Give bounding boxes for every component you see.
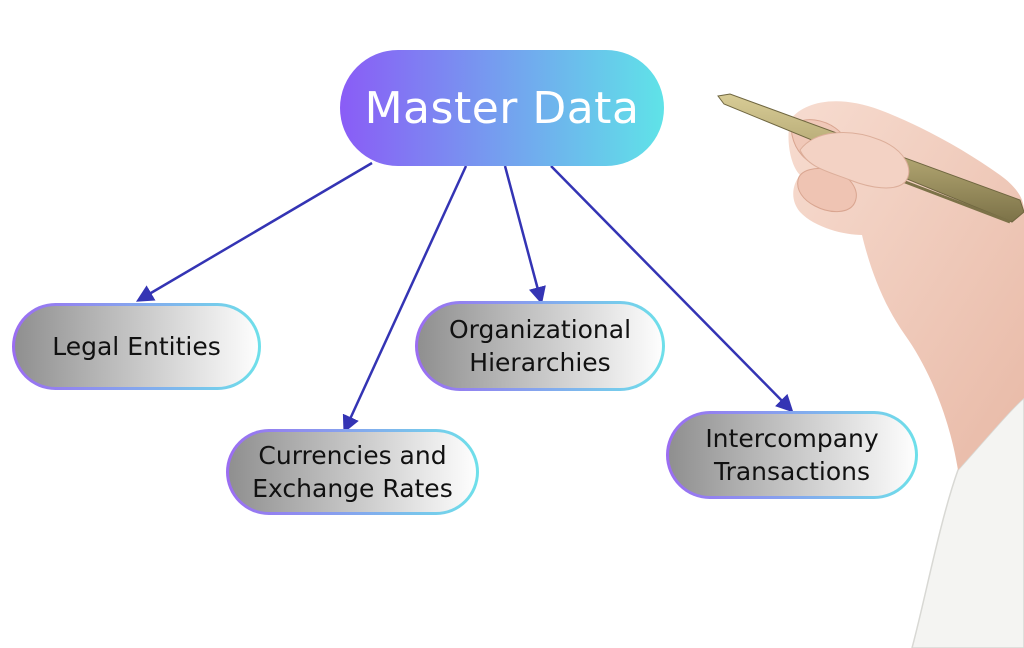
root-node-master-data: Master Data bbox=[340, 50, 664, 166]
arrow-to-intercompany bbox=[550, 165, 794, 413]
root-node-label: Master Data bbox=[364, 82, 640, 134]
finger-shape bbox=[797, 167, 857, 212]
node-label: Organizational Hierarchies bbox=[448, 315, 632, 377]
pen-clip bbox=[899, 178, 1011, 224]
node-label: Intercompany Transactions bbox=[705, 424, 879, 486]
node-intercompany-transactions: Intercompany Transactions bbox=[666, 411, 918, 499]
node-legal-entities: Legal Entities bbox=[12, 303, 261, 390]
node-currencies-exchange-rates: Currencies and Exchange Rates bbox=[226, 429, 479, 515]
node-organizational-hierarchies: Organizational Hierarchies bbox=[415, 301, 665, 391]
node-label: Currencies and Exchange Rates bbox=[252, 441, 453, 503]
arrow-to-legal-entities bbox=[135, 161, 373, 302]
thumb-shape bbox=[799, 132, 910, 189]
arrow-to-org-hierarchies bbox=[503, 165, 546, 305]
node-label: Legal Entities bbox=[52, 332, 221, 361]
arrow-to-currencies bbox=[342, 165, 468, 434]
